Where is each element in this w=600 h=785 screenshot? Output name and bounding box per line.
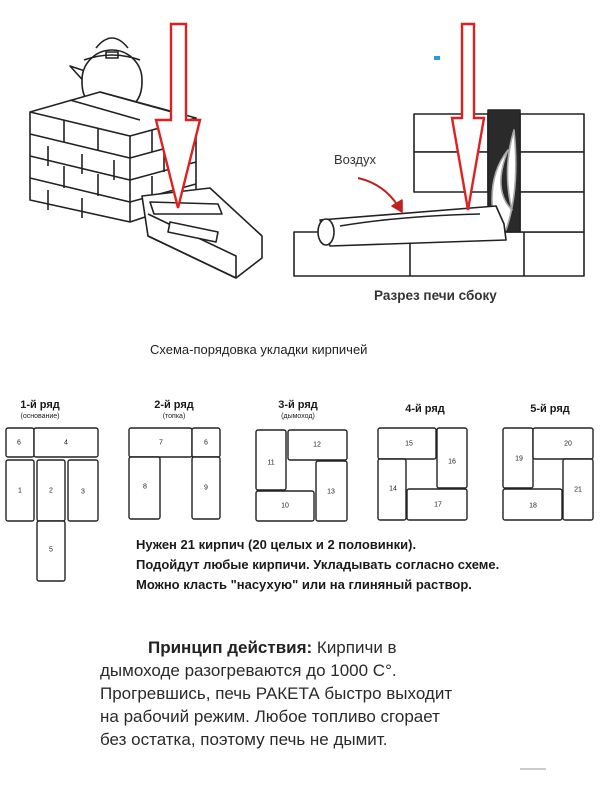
principle-line: Кирпичи в [312, 638, 397, 657]
principle-heading: Принцип действия: [148, 638, 313, 657]
principle-block: Принцип действия: Кирпичи в дымоходе раз… [100, 636, 452, 751]
principle-line: дымоходе разогреваются до 1000 С°. [100, 661, 397, 680]
row-3-label: 3-й ряд [278, 399, 318, 411]
brick-number: 18 [529, 502, 537, 510]
brick-number: 5 [49, 546, 53, 554]
brick-3 [67, 459, 99, 522]
brick-scheme [5, 427, 594, 582]
brick-number: 17 [434, 501, 442, 509]
brick-14 [377, 458, 407, 521]
brick-number: 19 [515, 455, 523, 463]
note-line: Подойдут любые кирпичи. Укладывать согла… [136, 557, 500, 572]
divider [520, 768, 546, 770]
brick-number: 15 [405, 440, 413, 448]
row-1-sublabel: (основание) [20, 413, 60, 420]
brick-number: 8 [143, 483, 147, 491]
section-caption: Разрез печи сбоку [374, 288, 497, 303]
note-line: Нужен 21 кирпич (20 целых и 2 половинки)… [136, 537, 417, 552]
principle-line: на рабочий режим. Любое топливо сгорает [100, 707, 440, 726]
brick-17 [406, 488, 468, 521]
scheme-title: Схема-порядовка укладки кирпичей [150, 342, 368, 357]
brick-number: 6 [17, 439, 21, 447]
brick-5 [36, 520, 66, 582]
brick-15 [377, 427, 437, 460]
brick-number: 20 [564, 440, 572, 448]
brick-16 [436, 427, 468, 489]
brick-11 [255, 429, 287, 491]
brick-number: 13 [327, 488, 335, 496]
notes-block: Нужен 21 кирпич (20 целых и 2 половинки)… [136, 535, 499, 595]
brick-number: 7 [159, 439, 163, 447]
brick-4-r1 [33, 427, 99, 458]
row-5-label: 5-й ряд [530, 403, 570, 415]
air-label: Воздух [334, 152, 377, 167]
blue-dot [434, 56, 440, 60]
brick-number: 12 [313, 441, 321, 449]
note-line: Можно класть "насухую" или на глиняный р… [136, 577, 472, 592]
brick-number: 3 [81, 488, 85, 496]
brick-number: 9 [204, 484, 208, 492]
row-1-label: 1-й ряд [20, 399, 60, 411]
principle-line: без остатка, поэтому печь не дымит. [100, 730, 388, 749]
brick-number: 11 [267, 459, 275, 467]
brick-number: 10 [281, 502, 289, 510]
brick-20 [532, 427, 594, 460]
brick-12 [287, 429, 348, 461]
row-2-sublabel: (топка) [162, 413, 186, 420]
row-2-label: 2-й ряд [154, 399, 194, 411]
brick-number: 4 [64, 439, 68, 447]
brick-number: 14 [389, 485, 397, 493]
brick-number: 1 [18, 487, 22, 495]
brick-10 [255, 490, 315, 522]
row-3-sublabel: (дымоход) [281, 413, 315, 420]
brick-21 [562, 458, 594, 521]
brick-1 [5, 459, 35, 522]
row-4-label: 4-й ряд [405, 403, 445, 415]
brick-9 [191, 456, 221, 520]
brick-8 [128, 456, 161, 520]
principle-line: Прогревшись, печь РАКЕТА быстро выходит [100, 684, 453, 703]
red-down-arrow-left [154, 22, 202, 209]
brick-number: 16 [448, 458, 456, 466]
rocket-stove-drawing [29, 37, 263, 279]
brick-number: 2 [49, 487, 53, 495]
brick-18 [502, 488, 563, 521]
brick-number: 6 [204, 439, 208, 447]
stove-illustrations [29, 22, 585, 279]
brick-13 [315, 460, 348, 522]
red-down-arrow-right [450, 22, 486, 211]
section-drawing [293, 109, 585, 277]
brick-number: 21 [574, 486, 582, 494]
